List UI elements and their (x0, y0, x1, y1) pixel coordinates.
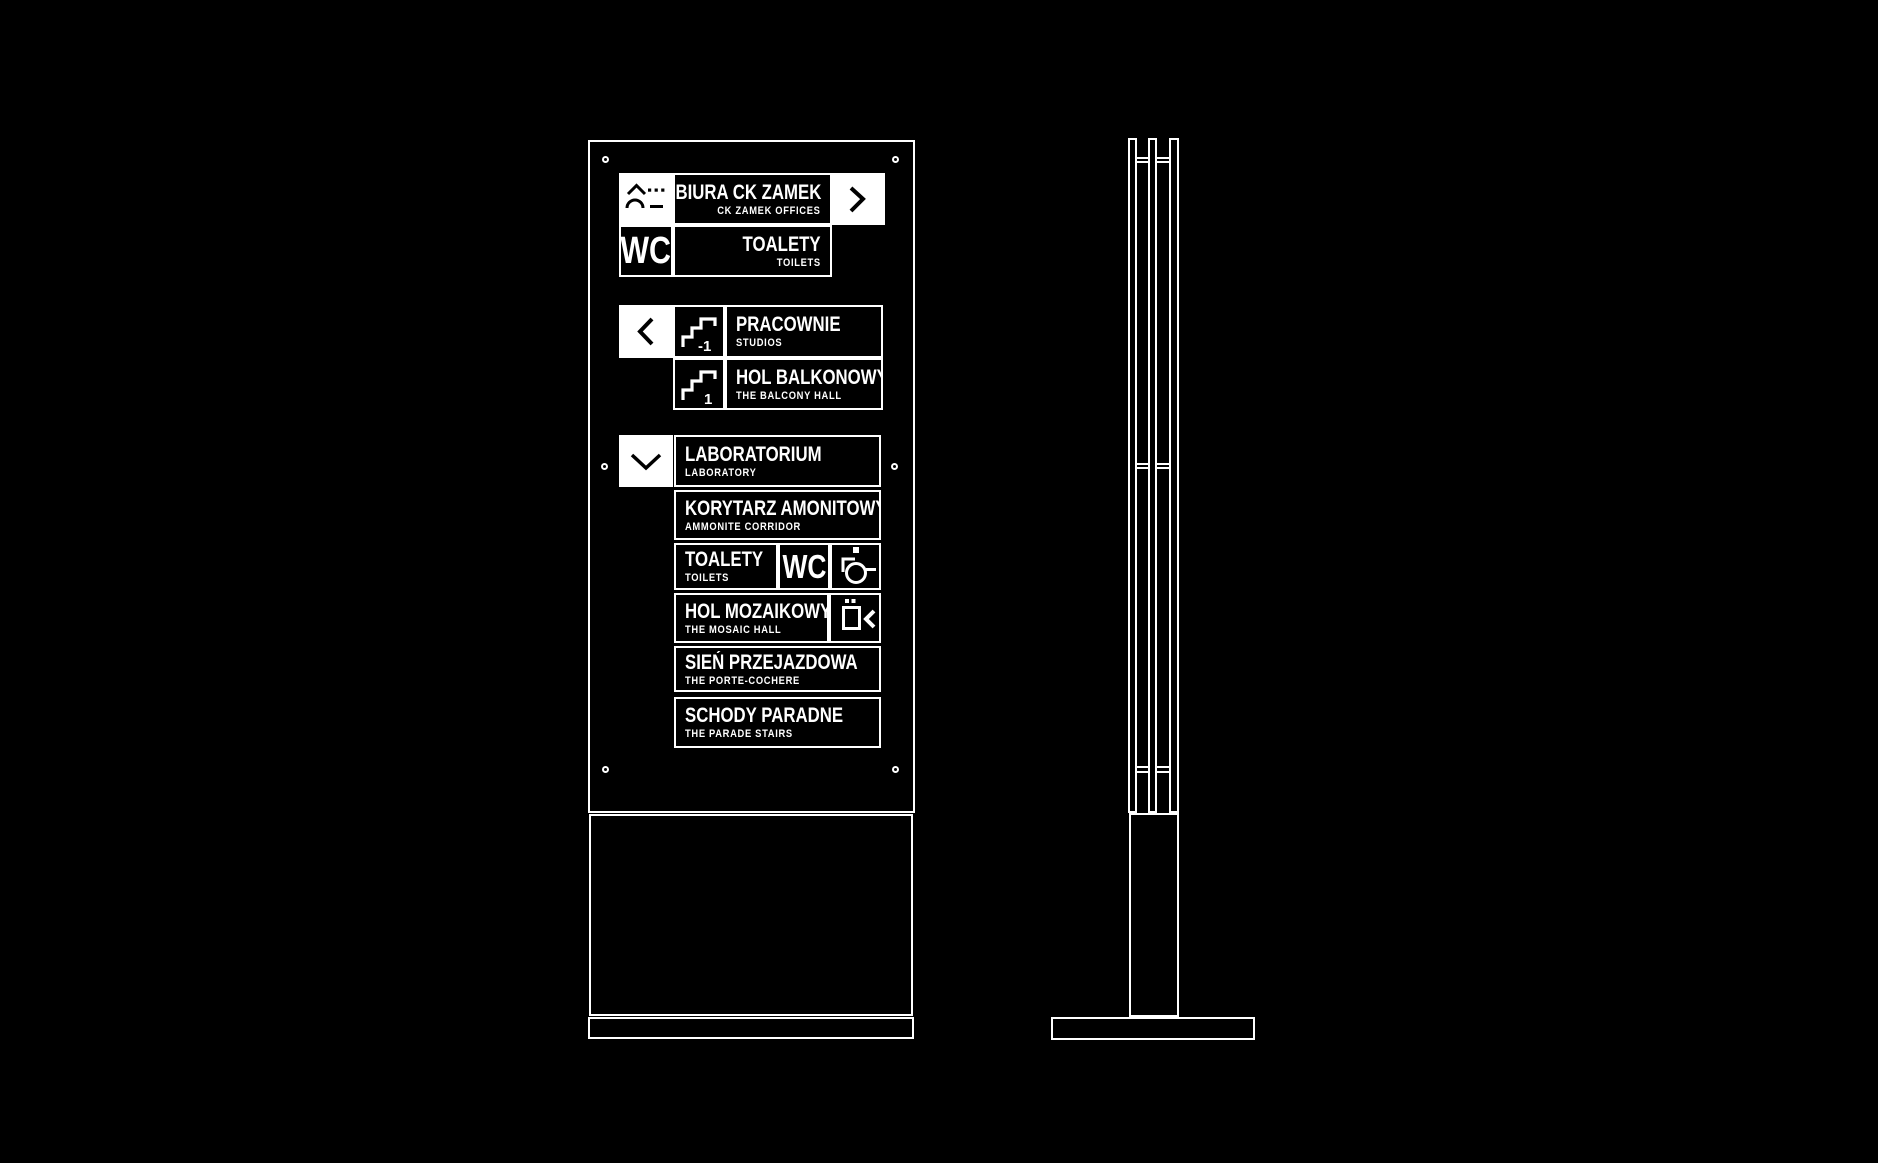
sign-row-hol-balkonowy: HOL BALKONOWY THE BALCONY HALL (725, 358, 883, 410)
row-subtitle: THE PORTE-COCHERE (685, 674, 800, 687)
screw-icon (892, 766, 899, 773)
side-slat (1148, 138, 1157, 813)
sign-row-toalety: TOALETY TOILETS (674, 543, 778, 590)
stairs-icon: 1 (681, 370, 717, 408)
sign-row-sien-przejazdowa: SIEŃ PRZEJAZDOWA THE PORTE-COCHERE (674, 646, 881, 692)
mosaic-cell (829, 593, 881, 643)
row-title: HOL BALKONOWY (736, 365, 883, 389)
wheelchair-icon (841, 547, 876, 584)
row-title: PRACOWNIE (736, 313, 841, 336)
accessible-cell (830, 543, 881, 590)
sign-row-korytarz-amonitowy: KORYTARZ AMONITOWY AMMONITE CORRIDOR (674, 490, 881, 540)
side-pedestal (1129, 813, 1179, 1017)
row-subtitle: TOILETS (685, 572, 730, 584)
stairs-level: 1 (704, 391, 712, 408)
stairs-level: -1 (698, 338, 711, 355)
sign-row-hol-mozaikowy: HOL MOZAIKOWY THE MOSAIC HALL (674, 593, 829, 643)
stairs-up-cell: 1 (673, 358, 725, 410)
row-subtitle: TOILETS (776, 256, 821, 269)
chevron-left-icon (637, 317, 654, 346)
row-title: HOL MOZAIKOWY (685, 599, 829, 623)
side-slat (1128, 138, 1137, 813)
row-title: SIEŃ PRZEJAZDOWA (685, 650, 858, 674)
row-subtitle: LABORATORY (685, 466, 757, 479)
side-base-plate (1051, 1017, 1255, 1040)
chevron-down-icon (630, 453, 662, 471)
row-subtitle: STUDIOS (736, 337, 783, 349)
row-title: TOALETY (742, 232, 821, 256)
row-title: BIURA CK ZAMEK (675, 180, 821, 204)
row-subtitle: AMMONITE CORRIDOR (685, 520, 801, 533)
sign-row-pracownie: PRACOWNIE STUDIOS (725, 305, 883, 358)
screw-icon (602, 766, 609, 773)
wc-label: WC (782, 547, 827, 585)
stairs-icon: -1 (681, 317, 717, 355)
wc-badge: WC (778, 543, 830, 590)
row-subtitle: THE MOSAIC HALL (685, 623, 782, 636)
row-title: LABORATORIUM (685, 442, 822, 466)
screw-icon (601, 463, 608, 470)
logo-marks-icon (625, 183, 665, 209)
chevron-left-cell (619, 305, 673, 358)
wc-badge: WC (619, 225, 673, 277)
wc-label: WC (620, 229, 672, 272)
side-slat (1169, 138, 1179, 813)
logo-marks-cell (619, 173, 673, 225)
screw-icon (602, 156, 609, 163)
sign-row-laboratorium: LABORATORIUM LABORATORY (674, 435, 881, 487)
sign-row-schody-paradne: SCHODY PARADNE THE PARADE STAIRS (674, 697, 881, 748)
front-pedestal (589, 814, 913, 1016)
row-subtitle: CK ZAMEK OFFICES (717, 204, 821, 217)
row-title: TOALETY (685, 548, 764, 571)
row-title: SCHODY PARADNE (685, 704, 844, 727)
chevron-right-icon (849, 186, 866, 213)
screw-icon (891, 463, 898, 470)
sign-row-biura: BIURA CK ZAMEK CK ZAMEK OFFICES (673, 173, 832, 225)
row-subtitle: THE BALCONY HALL (736, 389, 842, 402)
chevron-right-cell (832, 173, 885, 225)
chevron-down-cell (619, 435, 673, 487)
stairs-down-cell: -1 (673, 305, 725, 358)
screw-icon (892, 156, 899, 163)
row-title: KORYTARZ AMONITOWY (685, 496, 881, 520)
front-base-plate (588, 1017, 914, 1039)
row-subtitle: THE PARADE STAIRS (685, 728, 793, 740)
sign-row-toalety-top: TOALETY TOILETS (673, 225, 832, 277)
mosaic-chevron-left-icon (842, 599, 876, 630)
